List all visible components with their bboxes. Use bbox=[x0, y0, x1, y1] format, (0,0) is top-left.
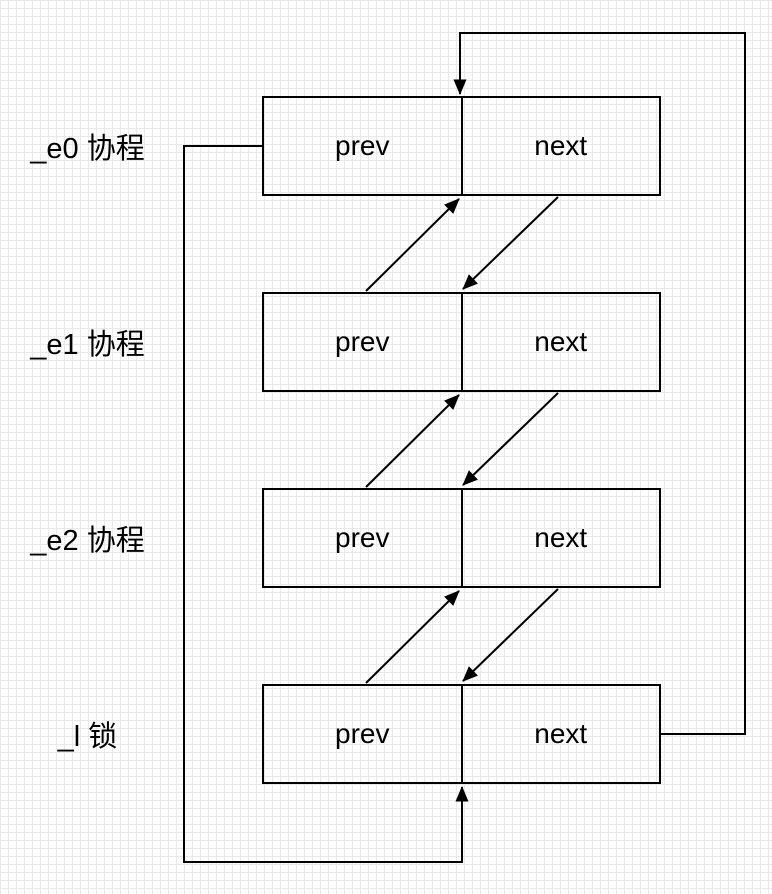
node-e2-next-label: next bbox=[534, 522, 588, 553]
edge-e1-next-to-e2[interactable] bbox=[462, 392, 559, 486]
node-box-e0[interactable]: prev next bbox=[262, 96, 661, 196]
node-e0-prev-label: prev bbox=[335, 130, 390, 161]
edge-e0-prev-to-l[interactable] bbox=[183, 145, 469, 863]
node-e0-next-cell[interactable]: next bbox=[463, 98, 660, 194]
node-label-e0[interactable]: _e0 协程 bbox=[30, 133, 145, 165]
node-e2-next-cell[interactable]: next bbox=[463, 490, 660, 586]
node-e2-prev-cell[interactable]: prev bbox=[264, 490, 463, 586]
node-e0-next-label: next bbox=[534, 130, 588, 161]
node-e1-prev-cell[interactable]: prev bbox=[264, 294, 463, 390]
node-e1-next-cell[interactable]: next bbox=[463, 294, 660, 390]
node-box-l[interactable]: prev next bbox=[262, 684, 661, 784]
node-e2-prev-label: prev bbox=[335, 522, 390, 553]
node-box-e1[interactable]: prev next bbox=[262, 292, 661, 392]
edge-l-prev-to-e2[interactable] bbox=[365, 590, 460, 684]
node-label-e2[interactable]: _e2 协程 bbox=[30, 525, 145, 557]
node-l-next-label: next bbox=[534, 718, 588, 749]
node-box-e2[interactable]: prev next bbox=[262, 488, 661, 588]
node-e0-prev-cell[interactable]: prev bbox=[264, 98, 463, 194]
edge-e2-prev-to-e1[interactable] bbox=[365, 394, 460, 488]
node-label-e1[interactable]: _e1 协程 bbox=[30, 329, 145, 361]
node-l-next-cell[interactable]: next bbox=[463, 686, 660, 782]
node-l-prev-cell[interactable]: prev bbox=[264, 686, 463, 782]
node-e1-prev-label: prev bbox=[335, 326, 390, 357]
node-label-l[interactable]: _l 锁 bbox=[57, 721, 118, 753]
edge-e2-next-to-l[interactable] bbox=[462, 588, 559, 682]
node-e1-next-label: next bbox=[534, 326, 588, 357]
edge-e1-prev-to-e0[interactable] bbox=[365, 198, 460, 292]
edge-l-next-to-e0[interactable] bbox=[453, 32, 746, 735]
edge-e0-next-to-e1[interactable] bbox=[462, 196, 559, 290]
node-l-prev-label: prev bbox=[335, 718, 390, 749]
